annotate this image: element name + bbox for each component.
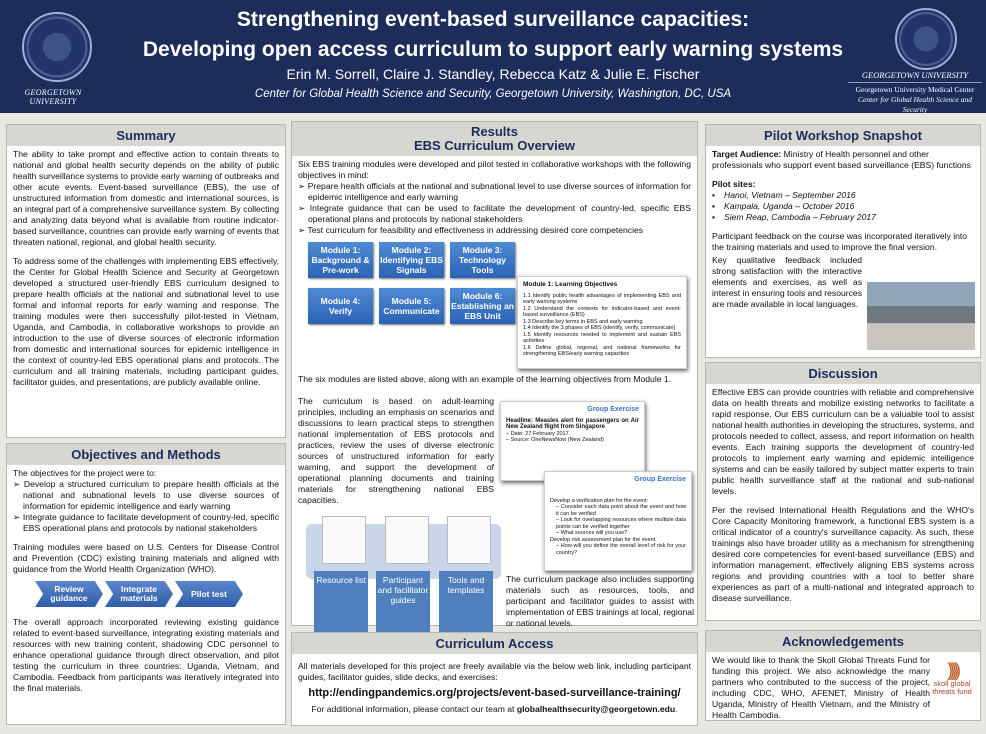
results-objective: Test curriculum for feasibility and effe… xyxy=(298,225,691,236)
resource-list-label: Resource list xyxy=(314,571,368,641)
slide-bullet: Develop risk assessment plan for the eve… xyxy=(550,536,656,543)
module-3: Module 3: Technology Tools xyxy=(450,242,515,278)
summary-panel: Summary The ability to take prompt and e… xyxy=(6,124,286,438)
results-title: Results xyxy=(471,124,518,139)
results-objective: Integrate guidance that can be used to f… xyxy=(298,203,691,225)
access-heading: Curriculum Access xyxy=(292,633,697,654)
slide-source: – Source: OneNewsNow (New Zealand) xyxy=(506,437,604,443)
results-subtitle: EBS Curriculum Overview xyxy=(413,138,576,153)
summary-paragraph: To address some of the challenges with i… xyxy=(13,256,279,387)
gu-medical-center: Georgetown University Medical Center xyxy=(855,85,975,94)
poster-title-line1: Strengthening event-based surveillance c… xyxy=(236,8,750,31)
lo-item: 1.6 Define global, regional, and nationa… xyxy=(523,344,681,358)
package-paragraph: The curriculum package also includes sup… xyxy=(506,574,694,628)
slide-title: Module 1: Learning Objectives xyxy=(523,281,618,288)
step-review-guidance: Review guidance xyxy=(35,581,103,607)
objectives-approach: The overall approach incorporated review… xyxy=(13,617,279,693)
access-panel: Curriculum Access All materials develope… xyxy=(291,632,698,726)
pilot-panel: Pilot Workshop Snapshot Target Audience:… xyxy=(705,124,981,358)
discussion-paragraph: Effective EBS can provide countries with… xyxy=(712,387,974,496)
summary-paragraph: The ability to take prompt and effective… xyxy=(13,149,279,247)
georgetown-wordmark: GEORGETOWN UNIVERSITY xyxy=(24,88,82,106)
results-intro: Six EBS training modules were developed … xyxy=(298,159,691,180)
objectives-panel: Objectives and Methods The objectives fo… xyxy=(6,443,286,725)
authors: Erin M. Sorrell, Claire J. Standley, Reb… xyxy=(286,66,700,82)
pilot-sites-label: Pilot sites: xyxy=(712,179,756,189)
resource-list-thumbnail xyxy=(322,516,366,564)
poster-title-line2: Developing open access curriculum to sup… xyxy=(142,38,844,61)
slide-date: – Date: 27 February 2017 xyxy=(506,430,569,437)
tools-label: Tools and templates xyxy=(439,571,493,641)
objective-item: Integrate guidance to facilitate develop… xyxy=(13,512,279,534)
audience-label: Target Audience: xyxy=(712,149,782,159)
guide-thumbnail xyxy=(385,516,429,564)
curriculum-link[interactable]: http://endingpandemics.org/projects/even… xyxy=(308,687,681,699)
workshop-photo xyxy=(867,282,975,350)
templates-thumbnail xyxy=(447,516,491,564)
objective-item: Develop a structured curriculum to prepa… xyxy=(13,479,279,512)
lo-item: 1.4 Identify the 3 phases of EBS (identi… xyxy=(523,325,676,331)
modules-caption: The six modules are listed above, along … xyxy=(298,374,672,384)
step-integrate-materials: Integrate materials xyxy=(105,581,173,607)
feedback-paragraph: Participant feedback on the course was i… xyxy=(712,231,968,252)
results-objective: Prepare health officials at the national… xyxy=(298,181,691,203)
results-panel: Results EBS Curriculum Overview Six EBS … xyxy=(291,121,698,641)
discussion-paragraph: Per the revised International Health Reg… xyxy=(712,505,974,603)
module-1: Module 1: Background & Pre-work xyxy=(308,242,373,278)
georgetown-seal-logo xyxy=(22,12,92,82)
acknowledgements-text: We would like to thank the Skoll Global … xyxy=(712,655,930,720)
qualitative-feedback: Key qualitative feedback included strong… xyxy=(712,255,862,309)
slide-bullet: – How will you define the overall level … xyxy=(556,543,686,556)
slide-bullet: – What sources will you use? xyxy=(556,530,628,536)
learning-objectives-slide: Module 1: Learning Objectives 1.1 Identi… xyxy=(517,276,687,369)
contact-suffix: . xyxy=(675,704,678,714)
objectives-heading: Objectives and Methods xyxy=(7,444,285,465)
lo-item: 1.5 Identify resources needed to impleme… xyxy=(523,331,681,345)
gu-center: Center for Global Health Science and Sec… xyxy=(858,95,972,114)
slide-title: Group Exercise xyxy=(634,476,686,483)
acknowledgements-panel: Acknowledgements We would like to thank … xyxy=(705,630,981,721)
discussion-panel: Discussion Effective EBS can provide cou… xyxy=(705,362,981,621)
pilot-site: Siem Reap, Cambodia – February 2017 xyxy=(712,212,974,223)
process-chevrons: Review guidance Integrate materials Pilo… xyxy=(35,581,279,607)
pilot-site: Hanoi, Vietnam – September 2016 xyxy=(712,190,974,201)
skoll-logo-text: skoll global threats fund xyxy=(932,679,972,696)
gu-name: GEORGETOWN UNIVERSITY xyxy=(848,70,982,83)
group-exercise-slide-2: Group Exercise Develop a verification pl… xyxy=(544,471,692,571)
objectives-training-basis: Training modules were based on U.S. Cent… xyxy=(13,542,279,574)
module-6: Module 6: Establishing an EBS Unit xyxy=(450,288,515,324)
adult-learning-paragraph: The curriculum is based on adult-learnin… xyxy=(298,396,494,505)
skoll-logo: ))))) skoll global threats fund xyxy=(928,660,976,696)
lo-item: 1.3 Describe key terms in EBS and early … xyxy=(523,318,643,325)
contact-email[interactable]: globalhealthsecurity@georgetown.edu xyxy=(516,704,676,714)
pilot-heading: Pilot Workshop Snapshot xyxy=(706,125,980,146)
group-exercise-slide-1: Group Exercise Headline: Measles alert f… xyxy=(500,401,645,481)
slide-bullet: – Look for overlapping resources where m… xyxy=(556,517,686,530)
module-4: Module 4: Verify xyxy=(308,288,373,324)
module-grid: Module 1: Background & Pre-work Module 2… xyxy=(308,242,691,324)
objectives-intro: The objectives for the project were to: xyxy=(13,468,157,478)
pilot-site: Kampala, Uganda – October 2016 xyxy=(712,201,974,212)
contact-text: For additional information, please conta… xyxy=(311,704,517,714)
georgetown-seal-logo-right xyxy=(895,8,957,70)
institution: Center for Global Health Science and Sec… xyxy=(254,88,732,100)
georgetown-logo-right: GEORGETOWN UNIVERSITY Georgetown Univers… xyxy=(848,70,982,115)
module-2: Module 2: Identifying EBS Signals xyxy=(379,242,444,278)
guides-label: Participant and facilitator guides xyxy=(376,571,430,641)
lo-item: 1.1 Identify public health advantages of… xyxy=(523,292,681,306)
slide-bullet: Develop a verification plan for the even… xyxy=(550,497,649,504)
discussion-heading: Discussion xyxy=(706,363,980,384)
slide-headline: Headline: Measles alert for passengers o… xyxy=(506,417,639,431)
lo-item: 1.2 Understand the contexts for indicato… xyxy=(523,305,681,319)
module-5: Module 5: Communicate xyxy=(379,288,444,324)
results-heading: Results EBS Curriculum Overview xyxy=(292,122,697,156)
step-pilot-test: Pilot test xyxy=(175,581,243,607)
slide-bullet: – Consider each data point about the eve… xyxy=(556,504,686,517)
access-paragraph: All materials developed for this project… xyxy=(298,661,691,682)
acknowledgements-heading: Acknowledgements xyxy=(706,631,980,652)
poster-header: GEORGETOWN UNIVERSITY Strengthening even… xyxy=(0,0,986,115)
audience-text: Ministry of Health personnel and other p… xyxy=(712,149,971,170)
slide-title: Group Exercise xyxy=(587,406,639,413)
summary-heading: Summary xyxy=(7,125,285,146)
